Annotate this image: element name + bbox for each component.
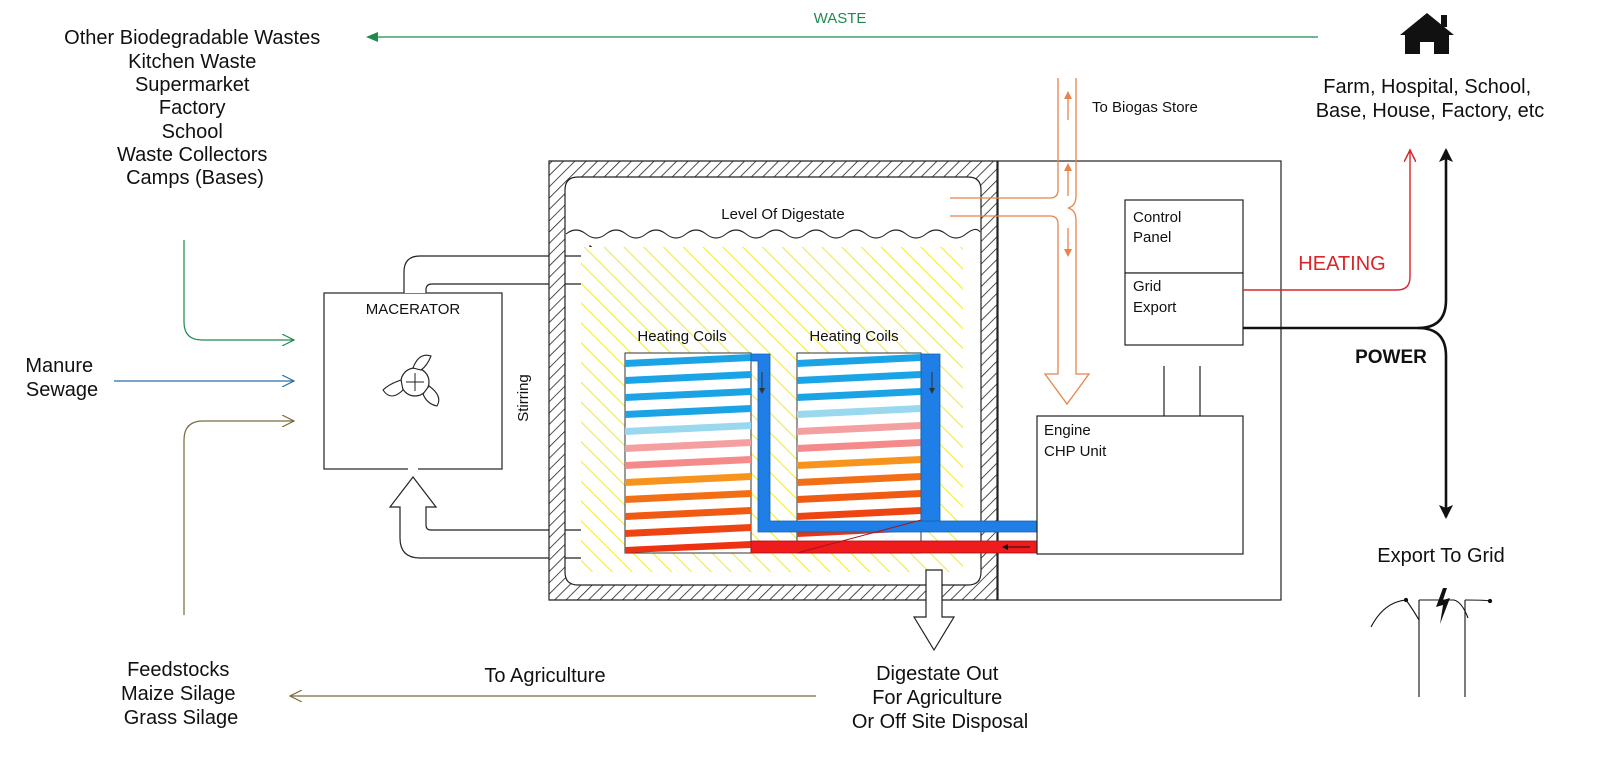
source-item: Camps (Bases) (126, 167, 264, 189)
heating-coil-1 (624, 352, 752, 554)
svg-text:Panel: Panel (1133, 229, 1171, 246)
to-agriculture-label: To Agriculture (484, 665, 605, 687)
return-arrow (388, 476, 584, 559)
control-panel: Control Panel (1124, 199, 1244, 274)
coil-label: Heating Coils (809, 328, 898, 345)
power-line-up (1243, 148, 1453, 330)
digestate-out-arrow (912, 569, 956, 652)
digestate-level-label: Level Of Digestate (721, 206, 844, 223)
macerator-label: MACERATOR (366, 301, 461, 318)
heating-label: HEATING (1298, 253, 1385, 275)
grid-export-panel: Grid Export (1124, 272, 1244, 346)
waste-label: WASTE (814, 10, 867, 27)
plant-room (997, 160, 1282, 601)
consumers-label: Farm, Hospital, School, Base, House, Fac… (1316, 76, 1545, 122)
waste-input-arrow (183, 240, 294, 340)
power-pylon-icon (1370, 588, 1493, 697)
engine-chp-unit: Engine CHP Unit (1036, 415, 1244, 555)
svg-text:CHP Unit: CHP Unit (1044, 443, 1107, 460)
sources-list: Other Biodegradable Wastes Kitchen Waste… (64, 27, 326, 189)
biogas-label: To Biogas Store (1092, 99, 1198, 116)
source-item: School (162, 121, 223, 143)
feedstocks-label: Feedstocks Maize Silage Grass Silage (121, 659, 241, 729)
waste-arrow: WASTE (366, 10, 1318, 42)
svg-text:Engine: Engine (1044, 422, 1091, 439)
digestate-out-label: Digestate Out For Agriculture Or Off Sit… (852, 663, 1028, 733)
coil-label: Heating Coils (637, 328, 726, 345)
source-item: Kitchen Waste (128, 51, 256, 73)
source-item: Other Biodegradable Wastes (64, 27, 320, 49)
svg-text:Export: Export (1133, 299, 1177, 316)
stirring-label: Stirring (515, 374, 532, 422)
feedstock-input-arrow (183, 421, 294, 615)
power-line-down (1417, 326, 1453, 519)
manure-label: Manure Sewage (25, 355, 98, 401)
house-icon (1400, 13, 1454, 54)
macerator: MACERATOR (323, 292, 503, 470)
svg-text:Control: Control (1133, 209, 1181, 226)
heating-line (1243, 150, 1410, 291)
fan-icon (382, 354, 440, 407)
digestate-level-line (565, 228, 981, 239)
export-grid-label: Export To Grid (1377, 545, 1504, 567)
source-item: Factory (159, 97, 226, 119)
power-label: POWER (1355, 347, 1427, 368)
macerator-gap (408, 466, 418, 472)
biogas-pipe (950, 78, 1091, 406)
svg-text:Grid: Grid (1133, 278, 1161, 295)
source-item: Waste Collectors (117, 144, 267, 166)
heating-pipes (750, 353, 1038, 554)
source-item: Supermarket (135, 74, 250, 96)
